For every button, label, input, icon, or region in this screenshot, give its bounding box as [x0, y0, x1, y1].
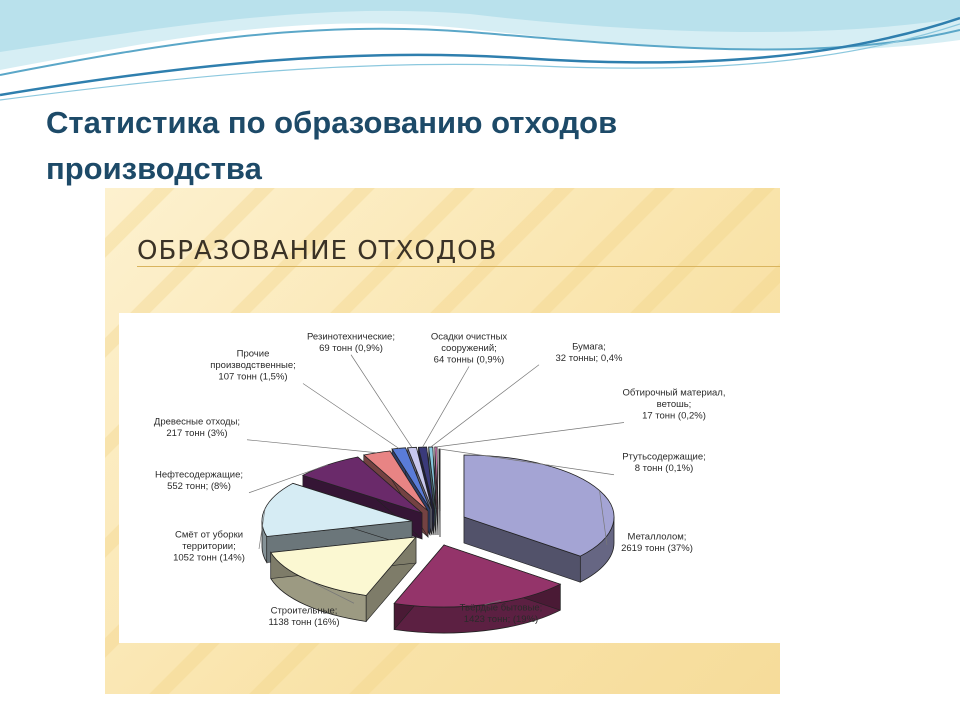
slice-label-line: Осадки очистных	[431, 332, 508, 343]
leader-line	[439, 448, 615, 476]
slice-label: Металлолом;2619 тонн (37%)	[621, 531, 693, 554]
slice-label: Ртутьсодержащие;8 тонн (0,1%)	[622, 451, 706, 474]
slice-label-line: сооружений;	[441, 343, 497, 354]
slice-label-line: Строительные;	[271, 605, 338, 616]
wave-header-decoration	[0, 0, 960, 101]
leader-line	[248, 464, 328, 494]
pie-slice-top	[301, 456, 423, 514]
leader-line	[435, 422, 625, 448]
leader-line	[302, 383, 399, 449]
chart-heading: ОБРАЗОВАНИЕ ОТХОДОВ	[137, 236, 498, 266]
slice-label-line: 1052 тонн (14%)	[173, 553, 245, 564]
pie-slice	[438, 448, 441, 538]
slice-label-line: 8 тонн (0,1%)	[635, 463, 694, 474]
slice-label: Строительные;1138 тонн (16%)	[268, 605, 339, 628]
leader-line	[422, 366, 470, 448]
slice-label-line: Бумага;	[572, 341, 606, 352]
slice-label-line: Нефтесодержащие;	[155, 469, 243, 480]
slice-label: Твёрдые бытовые;1423 тонн; (19%)	[460, 602, 543, 625]
chart-picture: ОБРАЗОВАНИЕ ОТХОДОВ Металлолом;2619 тонн…	[105, 188, 780, 694]
slice-label-line: Резинотехнические;	[307, 331, 395, 342]
leader-line	[350, 354, 413, 448]
slice-label-line: производственные;	[210, 360, 296, 371]
slice-label-line: 107 тонн (1,5%)	[218, 372, 287, 383]
pie-slice-top	[393, 544, 562, 608]
leader-line	[246, 439, 377, 454]
slice-label-line: территории;	[182, 541, 235, 552]
slice-label: Древесные отходы;217 тонн (3%)	[154, 416, 240, 439]
pie-slice	[463, 454, 615, 583]
slice-label-line: ветошь;	[657, 399, 692, 410]
slice-label: Резинотехнические;69 тонн (0,9%)	[307, 331, 395, 354]
leader-line	[258, 508, 266, 550]
slice-label: Бумага;32 тонны; 0,4%	[556, 341, 624, 364]
slice-label: Обтирочный материал,ветошь;17 тонн (0,2%…	[622, 388, 725, 422]
slice-label: Нефтесодержащие;552 тонн; (8%)	[155, 469, 243, 492]
pie-slice	[393, 544, 562, 634]
pie-chart: Металлолом;2619 тонн (37%) Твёрдые бытовы…	[154, 331, 726, 634]
slice-label-line: 64 тонны (0,9%)	[434, 355, 505, 366]
slice-label-line: 2619 тонн (37%)	[621, 543, 693, 554]
pie-slice-top	[261, 482, 413, 537]
slide-title: Статистика по образованию отходов произв…	[46, 100, 806, 192]
slice-label-line: 1423 тонн; (19%)	[464, 614, 538, 625]
pie-slice-top	[417, 446, 435, 510]
leader-line	[430, 364, 540, 448]
slice-label-line: Обтирочный материал,	[622, 388, 725, 399]
slice-label-line: 552 тонн; (8%)	[167, 481, 231, 492]
leader-line	[484, 599, 502, 606]
slice-label-line: Твёрдые бытовые;	[460, 602, 543, 613]
slide-title-line-2: производства	[46, 151, 262, 186]
slice-label-line: Прочие	[237, 349, 270, 360]
slice-label-line: 1138 тонн (16%)	[268, 617, 339, 628]
heading-underline	[137, 266, 780, 267]
leader-line	[599, 490, 608, 546]
slide-title-line-1: Статистика по образованию отходов	[46, 105, 618, 140]
slice-label-line: 69 тонн (0,9%)	[319, 343, 383, 354]
slice-label-line: 17 тонн (0,2%)	[642, 411, 706, 422]
slice-label-line: 32 тонны; 0,4%	[556, 353, 624, 364]
slice-label-line: Древесные отходы;	[154, 416, 240, 427]
slice-label-line: Ртутьсодержащие;	[622, 451, 706, 462]
pie-slice	[434, 446, 439, 536]
slice-label-line: Металлолом;	[628, 531, 687, 542]
leader-line	[305, 578, 355, 604]
slice-label-line: 217 тонн (3%)	[166, 428, 227, 439]
chart-panel: Металлолом;2619 тонн (37%) Твёрдые бытовы…	[119, 313, 780, 643]
slice-label-line: Смёт от уборки	[175, 530, 243, 541]
